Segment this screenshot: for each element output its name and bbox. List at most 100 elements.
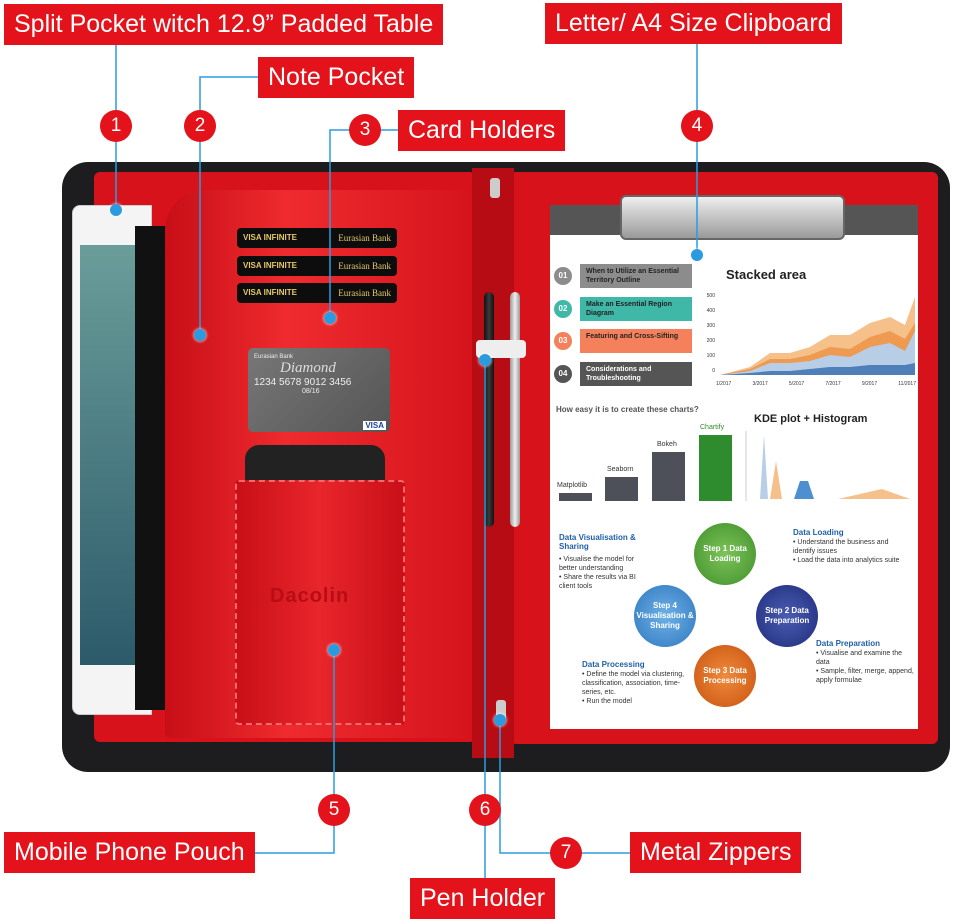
loading-title: Data Loading	[793, 528, 844, 537]
callout-number-1: 1	[100, 110, 132, 142]
proc-title: Data Processing	[582, 660, 645, 669]
kde-peak	[838, 489, 910, 499]
x-tick: 5/2017	[788, 381, 805, 387]
card-bank: Eurasian Bank	[338, 261, 391, 271]
kde-peak	[794, 481, 814, 499]
phone-pouch	[235, 480, 405, 725]
kde-title: KDE plot + Histogram	[754, 413, 868, 425]
step-label: Considerations and Troubleshooting	[580, 362, 692, 386]
label-split-pocket: Split Pocket witch 12.9” Padded Table	[4, 4, 444, 45]
callout-dot	[479, 354, 491, 366]
callout-line-3	[329, 129, 398, 318]
card-brand: VISA INFINITE	[243, 233, 297, 242]
x-tick: 1/2017	[716, 381, 732, 387]
callout-dot	[324, 312, 336, 324]
callout-line-2	[199, 76, 258, 335]
bar	[559, 493, 592, 501]
cycle-step-1: Step 1 Data Loading	[694, 523, 756, 585]
y-tick: 100	[706, 353, 715, 359]
step-number: 04	[554, 365, 572, 383]
card-network: VISA	[363, 421, 386, 430]
list-item: • Visualise and examine the data	[816, 650, 902, 666]
card-bank: Eurasian Bank	[338, 288, 391, 298]
pen-silver	[510, 292, 520, 527]
step-number: 03	[554, 332, 572, 350]
diamond-card: Eurasian Bank Diamond 1234 5678 9012 345…	[248, 348, 390, 432]
callout-dot	[691, 249, 703, 261]
step-number: 01	[554, 267, 572, 285]
callout-line-5	[255, 650, 335, 854]
bar	[605, 477, 638, 501]
bar	[652, 452, 685, 501]
card-expiry: 08/16	[302, 388, 320, 395]
card-name: Diamond	[280, 360, 336, 376]
cycle-step-2: Step 2 Data Preparation	[756, 585, 818, 647]
area-series	[720, 363, 915, 375]
brand-emboss: Dacolin	[270, 585, 350, 607]
bar-label: Bokeh	[657, 441, 677, 448]
bar	[699, 435, 732, 501]
prep-list: • Visualise and examine the data • Sample…	[816, 649, 916, 685]
stacked-y-ticks: 500 400 300 200 100 0	[705, 289, 715, 379]
step-label: Featuring and Cross-Sifting	[580, 329, 692, 353]
callout-dot	[328, 644, 340, 656]
x-tick: 9/2017	[861, 381, 878, 387]
list-item: • Understand the business and identify i…	[793, 539, 889, 555]
zipper-pull[interactable]	[496, 700, 506, 722]
callout-number-7: 7	[550, 837, 582, 869]
clipboard-clip[interactable]	[620, 195, 845, 240]
vis-title: Data Visualisation & Sharing	[559, 533, 636, 551]
y-tick: 400	[706, 308, 715, 314]
proc-list: • Define the model via clustering, class…	[582, 670, 692, 706]
card-bank: Eurasian Bank	[338, 233, 391, 243]
list-item: • Sample, filter, merge, append, apply f…	[816, 668, 914, 684]
vis-list: • Visualise the model for better underst…	[559, 555, 649, 591]
x-tick: 11/2017	[898, 381, 916, 387]
card-brand: VISA INFINITE	[243, 261, 297, 270]
list-item: • Run the model	[582, 698, 632, 705]
step-label: When to Utilize an Essential Territory O…	[580, 264, 692, 288]
callout-number-6: 6	[469, 794, 501, 826]
bar-label: Chartify	[700, 424, 725, 431]
list-item: • Load the data into analytics suite	[793, 557, 900, 564]
kde-peak	[752, 435, 768, 499]
callout-number-5: 5	[318, 794, 350, 826]
paper-sheet: 01 When to Utilize an Essential Territor…	[550, 205, 918, 729]
pen-loop	[476, 340, 526, 358]
label-card-holders: Card Holders	[398, 110, 566, 151]
zipper-pull[interactable]	[490, 178, 500, 198]
y-tick: 0	[712, 368, 715, 374]
label-clipboard: Letter/ A4 Size Clipboard	[545, 3, 842, 44]
card-brand: VISA INFINITE	[243, 288, 297, 297]
list-item: • Share the results via BI client tools	[559, 574, 636, 590]
pen-black	[484, 292, 494, 527]
x-tick: 3/2017	[752, 381, 768, 387]
label-phone-pouch: Mobile Phone Pouch	[4, 832, 255, 873]
card-bank: Eurasian Bank	[254, 354, 294, 360]
prep-title: Data Preparation	[816, 639, 881, 648]
list-item: • Define the model via clustering, class…	[582, 671, 685, 696]
bank-card: VISA INFINITE Eurasian Bank	[237, 283, 397, 303]
cycle-step-4: Step 4 Visualisation & Sharing	[634, 585, 696, 647]
kde-histogram	[745, 431, 910, 501]
bar-label: Matplotlib	[557, 482, 587, 489]
y-tick: 500	[706, 293, 715, 299]
loading-list: • Understand the business and identify i…	[793, 538, 903, 565]
callout-dot	[110, 204, 122, 216]
label-metal-zippers: Metal Zippers	[630, 832, 802, 873]
callout-number-2: 2	[184, 110, 216, 142]
bank-card: VISA INFINITE Eurasian Bank	[237, 228, 397, 248]
stacked-area-chart	[720, 297, 915, 375]
stacked-area-title: Stacked area	[726, 267, 807, 282]
y-tick: 200	[706, 338, 715, 344]
bar-question: How easy it is to create these charts?	[556, 405, 699, 414]
list-item: • Visualise the model for better underst…	[559, 556, 635, 572]
callout-line-7	[499, 720, 630, 854]
kde-peak	[770, 461, 782, 499]
x-tick: 7/2017	[825, 381, 841, 387]
callout-number-3: 3	[349, 114, 381, 146]
callout-dot	[194, 329, 206, 341]
y-tick: 300	[706, 323, 715, 329]
tablet-screen	[80, 245, 140, 665]
bank-card: VISA INFINITE Eurasian Bank	[237, 256, 397, 276]
